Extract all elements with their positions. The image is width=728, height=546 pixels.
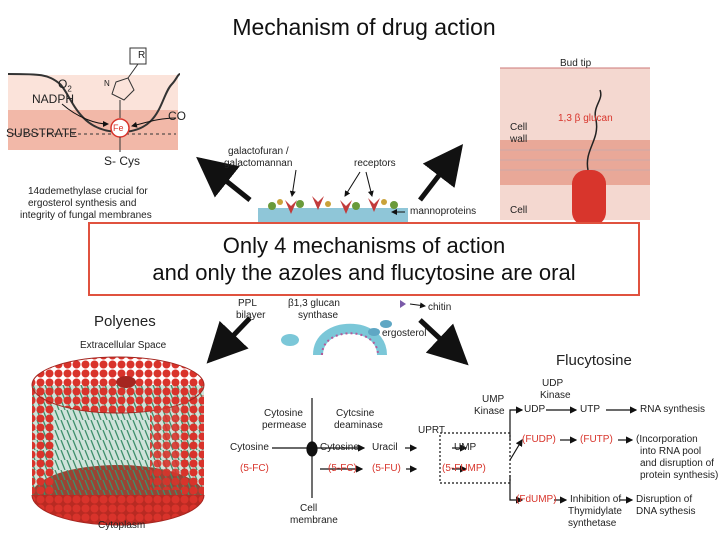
cytosine-left-label: Cytosine [230,442,269,453]
cytosine-permease-label-1: Cytosine [264,408,303,419]
co-label: CO [168,109,186,123]
ump-label: UMP [454,442,477,453]
page-title: Mechanism of drug action [232,14,496,40]
incorporation-label-3: and disruption of [640,458,714,469]
chitin-label: chitin [428,302,452,313]
disruption-label-2: DNA sythesis [636,506,696,517]
receptors-label: receptors [354,158,396,169]
glucan-synthase-label-2: synthase [298,310,339,321]
galactomannan-label: galactomannan [224,158,293,169]
fdump-label: (FdUMP) [516,494,557,505]
scys-label: S- Cys [104,154,140,168]
glucan-synthase-cylinder [572,170,606,226]
cell-membrane-label-2: membrane [290,515,338,526]
ergosterol-label: ergosterol [382,328,427,339]
azole-ring [111,77,135,101]
cell-wall-label: Cell wall [510,122,528,145]
fump-label: (5-FUMP) [442,463,486,474]
udp-label: UDP [524,404,546,415]
flucytosine-heading: Flucytosine [556,352,632,369]
polyenes-heading: Polyenes [94,313,156,330]
nadph-label: NADPH [32,92,75,106]
pathway-arrows [196,144,469,366]
incorporation-label-2: into RNA pool [640,446,702,457]
callout-line-2: and only the azoles and flucytosine are … [152,260,576,285]
callout-box: Only 4 mechanisms of action and only the… [88,222,640,296]
azole-panel [7,47,181,152]
uracil-label: Uracil [372,442,398,453]
cytoplasm-label: Cytoplasm [98,520,146,531]
inhibition-label-3: synthetase [568,518,617,529]
futp-label: (FUTP) [580,434,613,445]
galactofuran-label: galactofuran / [228,146,289,157]
cytosine-deaminase-label-1: Cytcsine [336,408,375,419]
callout-line-1: Only 4 mechanisms of action [222,233,506,258]
ump-kinase-label-2: Kinase [474,406,505,417]
bilayer-label: bilayer [236,310,266,321]
cytosine-permease-label-2: permease [262,420,307,431]
fu-label: (5-FU) [372,463,401,474]
fc-right-label: (5-FC) [328,463,357,474]
azole-caption-2: ergosterol synthesis and [28,198,137,209]
glucan-synthase-arc [281,300,426,356]
azole-caption-1: 14αdemethylase crucial for [28,186,148,197]
glucan-synthase-label-1: β1,3 glucan [288,298,340,309]
incorporation-label-1: (Incorporation [636,434,698,445]
o2-label: O2 [58,77,72,94]
uprt-label: UPRT [418,425,446,436]
udp-kinase-label-1: UDP [542,378,564,389]
cytosine-right-label: Cytosine [320,442,359,453]
extracellular-label: Extracellular Space [80,340,167,351]
glucan-label: 1,3 β glucan [558,113,613,124]
bud-tip-label: Bud tip [560,58,592,69]
central-membrane [258,169,408,222]
incorporation-label-4: protein synthesis) [640,470,719,481]
rna-synthesis-label: RNA synthesis [640,404,706,415]
membrane-band [8,110,178,150]
fudp-label: (FUDP) [522,434,556,445]
ump-kinase-label-1: UMP [482,394,505,405]
disruption-label-1: Disruption of [636,494,693,505]
substrate-label: SUBSTRATE [6,126,78,140]
n-label: N [104,79,110,88]
polyene-pore [31,356,205,526]
udp-kinase-label-2: Kinase [540,390,571,401]
flucytosine-diagram [272,398,638,504]
inhibition-label-2: Thymidylate [568,506,622,517]
fc-left-label: (5-FC) [240,463,269,474]
mannoproteins-label: mannoproteins [410,206,477,217]
azole-caption-3: integrity of fungal membranes [20,210,152,221]
utp-label: UTP [580,404,600,415]
inhibition-label-1: Inhibition of [570,494,622,505]
cytosine-deaminase-label-2: deaminase [334,420,383,431]
budtip-panel [500,67,650,226]
cell-label: Cell [510,205,528,216]
cell-membrane-label-1: Cell [300,503,318,514]
fe-label: Fe [113,123,124,133]
r-label: R [138,50,146,61]
ppl-label: PPL [238,298,257,309]
